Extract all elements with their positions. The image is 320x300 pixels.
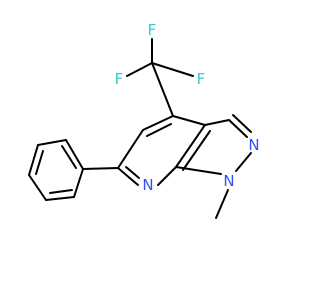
- atom-label-nitrogen-pyridine: N: [142, 176, 153, 194]
- atom-label-fluorine-right: F: [197, 70, 206, 88]
- bond-c6-phenyl: [82, 167, 119, 170]
- atom-label-nitrogen-pyrazole: N: [248, 136, 259, 154]
- atom-label-fluorine-top: F: [148, 21, 157, 39]
- bond-ph-c5-c6: [45, 196, 75, 201]
- bond-ph-c6-c1: [73, 168, 84, 198]
- bond-ph-c1-c2-double: [61, 145, 77, 169]
- bond-c6-n7: [117, 167, 139, 186]
- bond-c7a-c3a-double: [182, 130, 211, 171]
- bond-ph-c5-c6-double: [49, 189, 73, 194]
- bond-c3a-c3: [204, 119, 230, 126]
- bond-ph-c1-c2: [65, 139, 84, 170]
- bond-c4-c3a: [172, 115, 206, 126]
- bond-c3-n2: [228, 119, 248, 138]
- bond-c6-n7-double: [125, 166, 140, 179]
- bond-c5-c6: [117, 129, 144, 169]
- molecule-diagram: F F F N N N: [28, 21, 260, 219]
- atom-label-fluorine-left: F: [115, 70, 124, 88]
- bond-n1-c7a: [175, 166, 222, 175]
- bond-c4-c5-double: [146, 123, 172, 137]
- bond-c7a-c3a: [175, 124, 206, 168]
- bond-ph-c2-c3: [37, 139, 67, 146]
- bond-cf3-f-right: [151, 62, 194, 77]
- bond-cf3-f-left: [126, 62, 153, 77]
- bond-ph-c4-c5: [28, 174, 47, 201]
- bond-n7-c7a: [157, 166, 177, 186]
- bond-n2-n1: [235, 152, 252, 172]
- atom-label-layer: F F F N N N: [115, 21, 260, 194]
- structure-svg: F F F N N N: [28, 21, 260, 219]
- bond-c4-c5: [142, 115, 174, 131]
- bond-c3-n2-double: [232, 114, 252, 133]
- bond-ph-c3-c4-double: [35, 150, 44, 175]
- bond-n1-methyl: [215, 189, 229, 219]
- bond-ph-c3-c4: [28, 144, 39, 176]
- bond-layer: [28, 38, 252, 219]
- atom-label-nitrogen-methyl: N: [223, 172, 234, 190]
- bond-c4-cf3: [151, 62, 174, 117]
